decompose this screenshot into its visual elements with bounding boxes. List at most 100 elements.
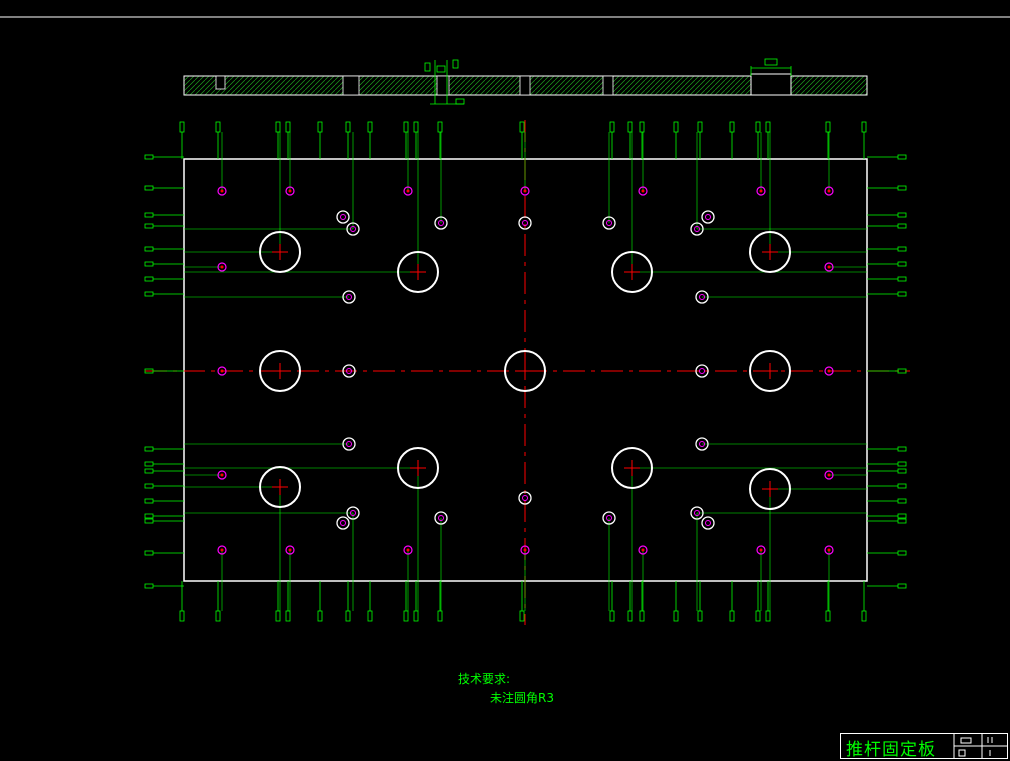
- dim-tick-right: [897, 461, 907, 467]
- dim-tick-top: [755, 121, 761, 133]
- ejector-pin-hole: [824, 366, 834, 376]
- counterbore-inner: [694, 510, 700, 516]
- dim-tick-left: [144, 246, 154, 252]
- dim-tick-right: [897, 185, 907, 191]
- dim-tick-right: [897, 223, 907, 229]
- dim-tick-right: [897, 276, 907, 282]
- dim-tick-top: [317, 121, 323, 133]
- dim-tick-bottom: [755, 610, 761, 622]
- counterbore-hole: [602, 511, 616, 525]
- dimension-lines: [144, 121, 907, 622]
- dim-tick-top: [179, 121, 185, 133]
- ejector-pin-hole: [217, 545, 227, 555]
- dim-tick-bottom: [639, 610, 645, 622]
- counterbore-inner: [522, 220, 528, 226]
- counterbore-hole: [690, 506, 704, 520]
- ejector-pin-center: [220, 265, 224, 269]
- dim-tick-bottom: [673, 610, 679, 622]
- dim-tick-bottom: [285, 610, 291, 622]
- dim-tick-top: [519, 121, 525, 133]
- dim-tick-right: [897, 518, 907, 524]
- dim-tick-right: [897, 291, 907, 297]
- dim-tick-left: [144, 261, 154, 267]
- counterbore-inner: [346, 441, 352, 447]
- dim-tick-top: [345, 121, 351, 133]
- dim-tick-bottom: [413, 610, 419, 622]
- technical-requirements-title: 技术要求:: [458, 672, 511, 686]
- bore-hole: [397, 447, 439, 489]
- ejector-pin-center: [827, 189, 831, 193]
- dim-tick-right: [897, 212, 907, 218]
- ejector-pin-center: [288, 189, 292, 193]
- dim-tick-top: [367, 121, 373, 133]
- dim-tick-top: [861, 121, 867, 133]
- ejector-pin-hole: [520, 186, 530, 196]
- dim-tick-bottom: [437, 610, 443, 622]
- ejector-pin-center: [827, 265, 831, 269]
- ejector-pin-center: [406, 548, 410, 552]
- ejector-pin-hole: [403, 545, 413, 555]
- ejector-pin-center: [288, 548, 292, 552]
- dim-tick-top: [627, 121, 633, 133]
- dim-tick-bottom: [729, 610, 735, 622]
- dim-tick-left: [144, 185, 154, 191]
- ejector-pin-center: [827, 369, 831, 373]
- dim-tick-bottom: [367, 610, 373, 622]
- counterbore-hole: [346, 222, 360, 236]
- dim-tick-left: [144, 446, 154, 452]
- title-block-frame: [840, 733, 1008, 759]
- dim-tick-top: [275, 121, 281, 133]
- dim-tick-left: [144, 583, 154, 589]
- ejector-pin-hole: [824, 545, 834, 555]
- counterbore-inner: [606, 515, 612, 521]
- ejector-pin-hole: [285, 186, 295, 196]
- counterbore-inner: [694, 226, 700, 232]
- dim-tick-left: [144, 276, 154, 282]
- ejector-pin-hole: [824, 186, 834, 196]
- dim-tick-left: [144, 518, 154, 524]
- holes-layer: [217, 186, 834, 555]
- dim-tick-bottom: [861, 610, 867, 622]
- dim-tick-left: [144, 461, 154, 467]
- dim-tick-top: [437, 121, 443, 133]
- ejector-pin-center: [220, 548, 224, 552]
- dim-tick-right: [897, 261, 907, 267]
- bore-hole: [611, 447, 653, 489]
- counterbore-inner: [346, 294, 352, 300]
- counterbore-inner: [340, 214, 346, 220]
- ejector-pin-hole: [824, 470, 834, 480]
- dim-tick-top: [729, 121, 735, 133]
- counterbore-hole: [342, 364, 356, 378]
- dim-tick-right: [897, 246, 907, 252]
- technical-requirements-note: 未注圆角R3: [490, 691, 554, 705]
- counterbore-hole: [336, 516, 350, 530]
- ejector-pin-hole: [638, 545, 648, 555]
- dim-tick-top: [825, 121, 831, 133]
- counterbore-inner: [350, 226, 356, 232]
- ejector-pin-hole: [756, 545, 766, 555]
- bore-hole: [259, 466, 301, 508]
- counterbore-hole: [701, 210, 715, 224]
- dim-tick-bottom: [179, 610, 185, 622]
- counterbore-hole: [690, 222, 704, 236]
- counterbore-hole: [346, 506, 360, 520]
- bore-hole: [749, 350, 791, 392]
- section-view: [183, 58, 868, 105]
- dim-tick-top: [403, 121, 409, 133]
- counterbore-inner: [350, 510, 356, 516]
- dim-tick-left: [144, 468, 154, 474]
- dim-tick-right: [897, 483, 907, 489]
- counterbore-inner: [699, 294, 705, 300]
- dim-tick-bottom: [403, 610, 409, 622]
- counterbore-hole: [434, 511, 448, 525]
- dim-tick-left: [144, 291, 154, 297]
- counterbore-hole: [701, 516, 715, 530]
- ejector-pin-center: [220, 369, 224, 373]
- dim-tick-right: [897, 446, 907, 452]
- dim-tick-bottom: [697, 610, 703, 622]
- ejector-pin-hole: [638, 186, 648, 196]
- ejector-pin-center: [220, 473, 224, 477]
- dim-tick-bottom: [825, 610, 831, 622]
- title-block: 推杆固定板: [840, 733, 1008, 760]
- counterbore-inner: [705, 520, 711, 526]
